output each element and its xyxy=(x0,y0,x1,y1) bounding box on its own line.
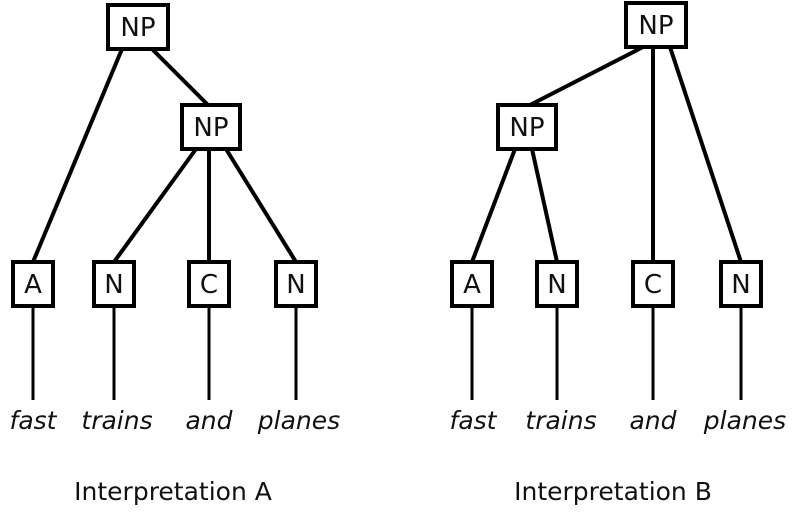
node-box-b-np-root[interactable] xyxy=(624,1,688,49)
node-box-b-pos-c[interactable] xyxy=(631,260,675,308)
node-label-b-pos-c: C xyxy=(644,270,662,300)
node-label-a-pos-c: C xyxy=(200,270,218,300)
node-label-b-pos-n1: N xyxy=(547,270,566,300)
node-box-a-np-root[interactable] xyxy=(106,3,170,51)
node-label-a-pos-n2: N xyxy=(286,270,305,300)
word-label-a-word-fast: fast xyxy=(10,406,58,435)
branch-a-np-inner-to-a-pos-n2 xyxy=(224,147,298,264)
word-label-b-word-trains: trains xyxy=(525,406,596,435)
caption-interpretation-a: Interpretation A xyxy=(74,477,272,506)
node-label-b-np-root: NP xyxy=(638,11,673,41)
branch-a-np-root-to-a-np-inner xyxy=(150,47,210,107)
word-label-a-word-planes: planes xyxy=(257,406,340,435)
node-box-b-np-inner[interactable] xyxy=(496,103,558,151)
node-box-a-pos-n1[interactable] xyxy=(92,260,136,308)
node-label-b-pos-a: A xyxy=(463,270,481,300)
node-label-a-pos-a: A xyxy=(24,270,42,300)
node-box-a-pos-c[interactable] xyxy=(187,260,231,308)
word-label-a-word-trains: trains xyxy=(81,406,152,435)
node-box-b-pos-n1[interactable] xyxy=(535,260,579,308)
word-label-a-word-and: and xyxy=(185,406,232,435)
word-label-b-word-and: and xyxy=(629,406,676,435)
branch-b-np-root-to-b-np-inner xyxy=(529,45,644,107)
node-box-a-pos-a[interactable] xyxy=(11,260,55,308)
branch-a-np-inner-to-a-pos-n1 xyxy=(112,147,198,264)
branch-b-np-inner-to-b-pos-n1 xyxy=(530,148,559,263)
node-box-b-pos-a[interactable] xyxy=(450,260,494,308)
node-label-b-np-inner: NP xyxy=(509,113,544,143)
node-box-a-pos-n2[interactable] xyxy=(274,260,318,308)
node-label-b-pos-n2: N xyxy=(731,270,750,300)
node-box-a-np-inner[interactable] xyxy=(180,103,242,151)
node-box-b-pos-n2[interactable] xyxy=(719,260,763,308)
node-label-a-np-inner: NP xyxy=(193,113,228,143)
word-label-b-word-fast: fast xyxy=(450,406,498,435)
caption-interpretation-b: Interpretation B xyxy=(514,477,712,506)
node-label-a-np-root: NP xyxy=(120,13,155,43)
branch-b-np-inner-to-b-pos-a xyxy=(470,148,517,263)
branch-b-np-root-to-b-pos-n2 xyxy=(668,46,743,263)
word-label-b-word-planes: planes xyxy=(703,406,786,435)
node-label-a-pos-n1: N xyxy=(104,270,123,300)
branch-a-np-root-to-a-pos-a xyxy=(31,48,124,263)
